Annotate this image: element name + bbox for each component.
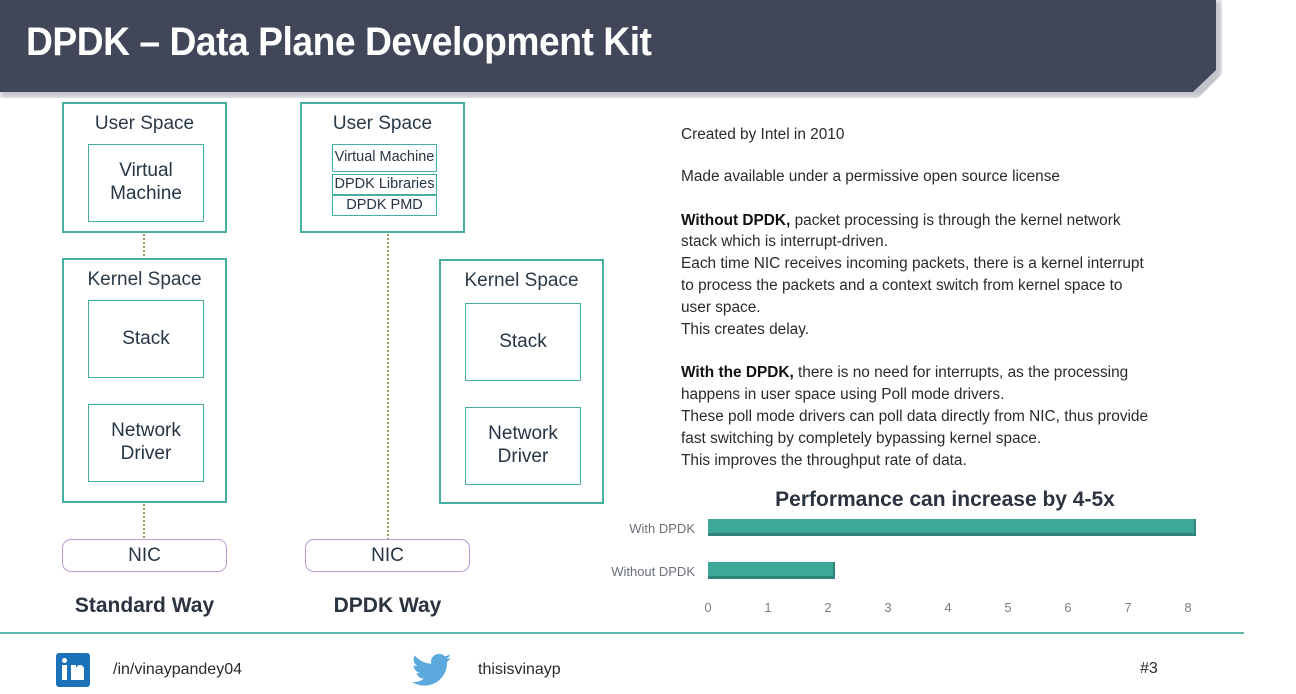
twitter-handle[interactable]: thisisvinayp: [478, 661, 561, 678]
with-dpdk-rest: there is no need for interrupts, as the …: [793, 364, 1129, 382]
text-without-dpdk-line3: Each time NIC receives incoming packets,…: [681, 255, 1144, 273]
text-with-dpdk-line1: With the DPDK, there is no need for inte…: [681, 362, 1196, 384]
text-with-dpdk-line5: This improves the throughput rate of dat…: [681, 451, 967, 469]
chart-xtick-5: 5: [1004, 600, 1012, 615]
standard-user-space-box: User Space Virtual Machine: [62, 102, 227, 233]
chart-category-label-1: Without DPDK: [611, 564, 695, 579]
text-with-dpdk-line2: happens in user space using Poll mode dr…: [681, 386, 1005, 404]
linkedin-icon-stem: [62, 665, 67, 680]
chart-xtick-0: 0: [704, 600, 712, 615]
linkedin-icon-dot: [62, 658, 67, 663]
performance-bar-chart: Performance can increase by 4-5x With DP…: [590, 488, 1210, 623]
linkedin-icon-n-right: [76, 665, 84, 680]
chart-xtick-8: 8: [1184, 600, 1192, 615]
standard-kernel-space-label: Kernel Space: [87, 269, 202, 290]
linkedin-icon-n-left: [71, 665, 76, 680]
without-dpdk-rest: packet processing is through the kernel …: [790, 211, 1121, 229]
standard-way-caption: Standard Way: [74, 594, 215, 617]
standard-driver-label-line1: Network: [111, 420, 181, 442]
standard-driver-label-line2: Driver: [120, 443, 172, 464]
chart-bar-with-dpdk: [708, 519, 1196, 536]
dpdk-libraries-box: DPDK Libraries: [332, 174, 437, 195]
chart-title: Performance can increase by 4-5x: [775, 488, 1115, 511]
text-with-dpdk-line3: These poll mode drivers can poll data di…: [681, 407, 1149, 425]
text-license: Made available under a permissive open s…: [681, 167, 1060, 185]
dpdk-network-driver-box: Network Driver: [465, 407, 581, 485]
standard-network-driver-box: Network Driver: [88, 404, 204, 482]
page-title: DPDK – Data Plane Development Kit: [26, 20, 652, 64]
standard-virtual-machine-box: Virtual Machine: [88, 144, 204, 222]
text-without-dpdk-line5: user space.: [681, 298, 761, 316]
dpdk-user-space-box: User Space Virtual Machine DPDK Librarie…: [300, 102, 465, 233]
dpdk-vm-label: Virtual Machine: [334, 149, 435, 166]
dpdk-driver-label-line2: Driver: [497, 446, 549, 467]
text-created: Created by Intel in 2010: [681, 126, 845, 143]
standard-kernel-space-box: Kernel Space Stack Network Driver: [62, 258, 227, 503]
standard-stack-box: Stack: [88, 300, 204, 378]
chart-xtick-1: 1: [764, 600, 772, 615]
standard-vm-label-line1: Virtual: [119, 160, 173, 182]
dpdk-nic-label: NIC: [371, 544, 404, 566]
with-dpdk-lead: With the DPDK,: [681, 364, 794, 382]
linkedin-icon[interactable]: [56, 653, 90, 687]
dpdk-user-space-label: User Space: [332, 113, 433, 134]
dpdk-virtual-machine-box: Virtual Machine: [332, 144, 437, 172]
chart-bar-without-dpdk: [708, 562, 835, 579]
dpdk-connector-pmd-to-nic: [387, 218, 389, 540]
text-without-dpdk-line2: stack which is interrupt-driven.: [681, 233, 888, 251]
standard-vm-label-line2: Machine: [110, 183, 182, 204]
standard-user-space-label: User Space: [94, 113, 195, 134]
chart-xtick-6: 6: [1064, 600, 1072, 615]
dpdk-nic-box: NIC: [305, 539, 470, 572]
chart-xtick-4: 4: [944, 600, 952, 615]
connector-vm-to-kernel: [143, 218, 145, 280]
dpdk-pmd-label: DPDK PMD: [346, 196, 423, 213]
chart-category-label-0: With DPDK: [629, 521, 695, 536]
chart-xtick-7: 7: [1124, 600, 1132, 615]
dpdk-way-caption: DPDK Way: [333, 594, 442, 617]
footer-divider: [0, 632, 1244, 634]
dpdk-stack-label: Stack: [499, 330, 547, 352]
page-number: #3: [1140, 660, 1158, 677]
standard-stack-label: Stack: [122, 327, 170, 349]
text-without-dpdk-line4: to process the packets and a context swi…: [681, 276, 1123, 294]
title-bar: DPDK – Data Plane Development Kit: [0, 0, 1216, 92]
chart-xtick-2: 2: [824, 600, 832, 615]
standard-nic-label: NIC: [128, 544, 161, 566]
standard-nic-box: NIC: [62, 539, 227, 572]
chart-xtick-3: 3: [884, 600, 892, 615]
description-text-block: Created by Intel in 2010 Made available …: [681, 124, 1196, 471]
linkedin-handle[interactable]: /in/vinaypandey04: [113, 661, 242, 678]
dpdk-kernel-space-label: Kernel Space: [464, 270, 579, 291]
connector-driver-to-nic: [143, 473, 145, 541]
dpdk-kernel-space-box: Kernel Space Stack Network Driver: [439, 259, 604, 504]
text-without-dpdk-line1: Without DPDK, packet processing is throu…: [681, 210, 1196, 232]
dpdk-libraries-label: DPDK Libraries: [334, 175, 435, 192]
dpdk-pmd-box: DPDK PMD: [332, 195, 437, 216]
dpdk-driver-label-line1: Network: [488, 423, 558, 445]
text-without-dpdk-line6: This creates delay.: [681, 320, 810, 338]
dpdk-stack-box: Stack: [465, 303, 581, 381]
without-dpdk-lead: Without DPDK,: [681, 211, 791, 229]
text-with-dpdk-line4: fast switching by completely bypassing k…: [681, 429, 1042, 447]
twitter-icon[interactable]: [412, 652, 452, 688]
